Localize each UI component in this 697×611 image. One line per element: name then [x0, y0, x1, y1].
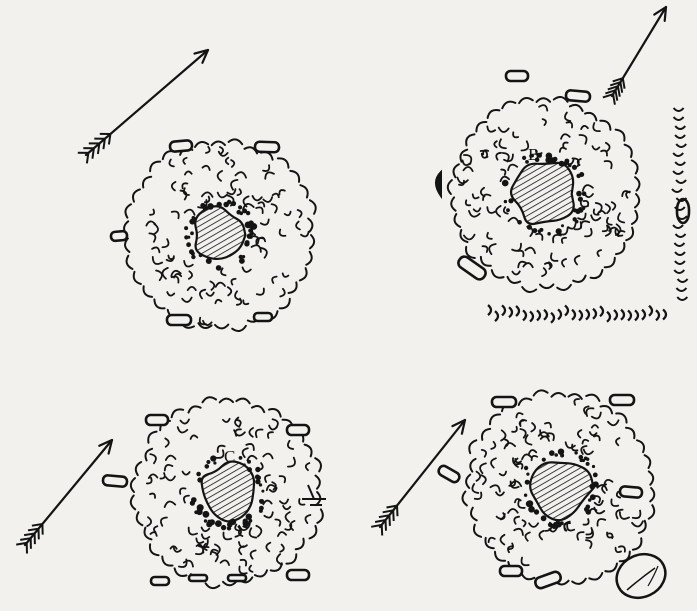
stone	[500, 566, 522, 576]
stone	[255, 142, 279, 153]
stone	[111, 231, 128, 241]
figure-c-label: C	[224, 447, 235, 466]
stone	[254, 313, 272, 321]
stone	[620, 486, 643, 498]
stone	[506, 71, 528, 81]
stone	[103, 475, 128, 487]
stone	[189, 575, 207, 581]
figure-b-label: B	[528, 145, 539, 164]
stone	[492, 397, 516, 407]
stone	[146, 415, 168, 425]
stone	[167, 315, 191, 325]
stone	[287, 425, 309, 435]
stone	[170, 140, 193, 152]
stone	[287, 570, 309, 580]
stone	[610, 395, 634, 405]
stone	[151, 577, 169, 585]
stone	[228, 575, 246, 581]
stone	[566, 90, 591, 102]
